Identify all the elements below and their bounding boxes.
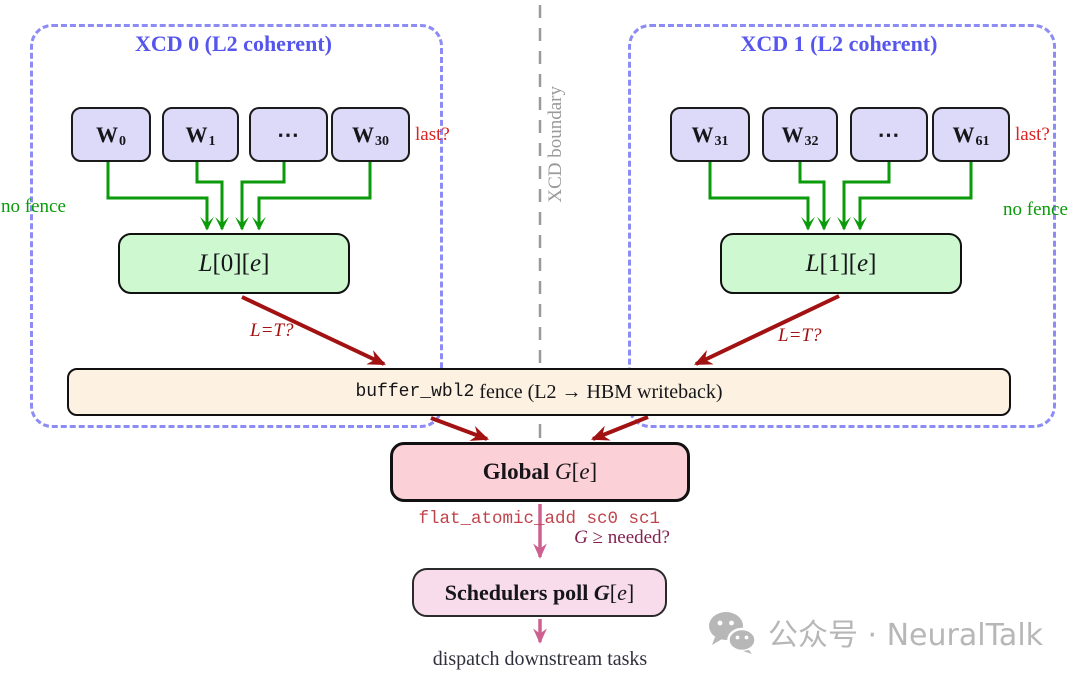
sched-var: G <box>593 579 610 605</box>
lt-label-xcd0: L=T? <box>250 320 294 341</box>
worker-label: W <box>781 121 804 147</box>
no-fence-label-xcd1: no fence <box>1003 199 1068 220</box>
worker-subscript: 61 <box>975 133 990 149</box>
fence-description: fence (L2 → HBM writeback) <box>474 380 723 403</box>
needed-label: G ≥ needed? <box>574 527 670 548</box>
last-label-xcd0: last? <box>415 124 450 145</box>
l0-bracket-close: ] <box>261 249 270 277</box>
green-arrow-w31 <box>708 162 815 231</box>
l0-var: L <box>198 249 213 277</box>
l1-index: e <box>856 249 869 277</box>
lt-label-xcd1: L=T? <box>778 325 822 346</box>
l1-var: L <box>805 249 820 277</box>
worker-subscript: 1 <box>208 133 216 149</box>
green-arrow-w32 <box>798 162 831 231</box>
worker-label: W <box>96 121 118 147</box>
worker-label: W <box>185 121 208 147</box>
fence-bar: buffer_wbl2 fence (L2 → HBM writeback) <box>67 368 1011 416</box>
sched-word: Schedulers poll <box>444 579 594 605</box>
red-arrow-fence-global-right <box>590 415 649 441</box>
worker-label: ⋯ <box>877 121 900 147</box>
global-bracket: [ <box>571 459 580 484</box>
xcd-boundary-label: XCD boundary <box>545 85 566 203</box>
l0-index: e <box>249 249 262 277</box>
sched-bracket: [ <box>609 579 618 605</box>
worker-subscript: 31 <box>714 133 729 149</box>
sched-index: e <box>617 579 627 605</box>
worker-label: W <box>952 121 975 147</box>
l0-box: L[0][e] <box>118 233 350 294</box>
watermark: 公众号 · NeuralTalk <box>706 610 1043 654</box>
wechat-icon <box>709 612 757 654</box>
l1-bracket: [1][ <box>819 249 857 277</box>
atomic-add-label: flat_atomic_add sc0 sc1 <box>418 509 660 529</box>
worker-subscript: 0 <box>119 133 126 149</box>
worker-subscript: 30 <box>375 133 389 149</box>
green-arrow-dots0 <box>235 162 286 231</box>
watermark-text: 公众号 · NeuralTalk <box>768 618 1044 653</box>
l0-bracket: [0][ <box>212 249 250 277</box>
green-arrow-w0 <box>106 162 214 231</box>
worker-subscript: 32 <box>804 133 819 149</box>
global-box: Global G[e] <box>390 442 690 502</box>
green-arrow-w30 <box>252 162 372 231</box>
fence-instruction: buffer_wbl2 <box>355 382 475 402</box>
xcd0-title: XCD 0 (L2 coherent) <box>135 31 332 56</box>
global-var: G <box>555 459 572 484</box>
l1-box: L[1][e] <box>720 233 962 294</box>
xcd1-container <box>628 24 1056 428</box>
global-index: e <box>579 459 590 484</box>
worker-box-dots0: ⋯ <box>249 107 328 162</box>
sched-bracket-close: ] <box>626 579 635 605</box>
red-arrow-l1-fence <box>694 294 840 366</box>
global-word: Global <box>482 459 556 484</box>
green-arrow-dots1 <box>837 162 891 231</box>
red-arrow-fence-global-left <box>430 416 490 441</box>
worker-label: W <box>691 121 714 147</box>
global-bracket-close: ] <box>589 459 598 484</box>
last-label-xcd1: last? <box>1015 124 1050 145</box>
xcd1-title: XCD 1 (L2 coherent) <box>740 31 938 56</box>
worker-label: ⋯ <box>277 121 299 147</box>
green-arrow-w61 <box>853 162 973 231</box>
worker-box-dots1: ⋯ <box>850 107 928 162</box>
dispatch-label: dispatch downstream tasks <box>432 648 648 670</box>
worker-label: W <box>352 121 374 147</box>
xcd0-container <box>30 24 443 428</box>
red-arrow-l0-fence <box>241 295 386 366</box>
green-arrow-w1 <box>195 162 229 231</box>
no-fence-label-xcd0: no fence <box>1 196 66 217</box>
schedulers-box: Schedulers poll G[e] <box>412 568 667 617</box>
l1-bracket-close: ] <box>868 249 877 277</box>
